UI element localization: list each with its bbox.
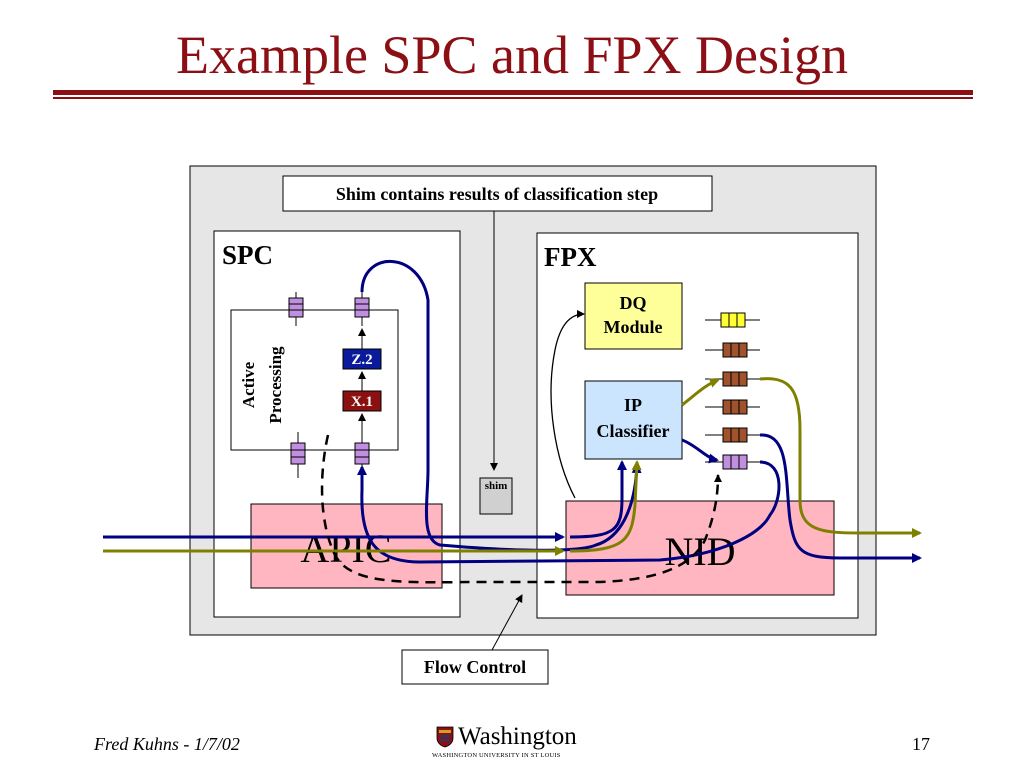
nid-to-dq-control-line bbox=[550, 310, 585, 499]
shim-label: shim bbox=[485, 480, 508, 492]
flow-control-pointer bbox=[491, 594, 523, 651]
ip-classifier-box bbox=[584, 380, 683, 460]
apic-block bbox=[250, 503, 443, 589]
flow-control-callout-text: Flow Control bbox=[424, 657, 526, 677]
navy-nid-to-ip-classifier bbox=[569, 460, 627, 539]
olive-brown-queue-output bbox=[759, 377, 922, 538]
x1-label: X.1 bbox=[351, 394, 373, 410]
shim-callout-text: Shim contains results of classification … bbox=[336, 184, 658, 204]
ip-classifier-label-2: Classifier bbox=[597, 421, 670, 441]
active-processing-label-1: Active bbox=[239, 361, 258, 408]
title-rule-thick bbox=[53, 90, 973, 95]
navy-brown-queue-output bbox=[759, 433, 922, 563]
z2-label: Z.2 bbox=[351, 352, 372, 368]
spc-queue-top-right bbox=[354, 292, 370, 326]
title-rule-thin bbox=[53, 97, 973, 99]
fpx-queue-brown-1 bbox=[705, 342, 760, 358]
shim-box bbox=[479, 477, 513, 515]
olive-nid-to-ip-classifier bbox=[569, 460, 642, 553]
washington-university-logo: Washington WASHINGTON UNIVERSITY IN ST L… bbox=[432, 723, 594, 760]
flow-control-dashed-path bbox=[320, 434, 722, 584]
fpx-queue-yellow bbox=[705, 312, 760, 328]
spc-queue-bottom-right bbox=[354, 432, 370, 478]
fpx-queue-brown-3 bbox=[705, 399, 760, 415]
logo-wordmark: Washington bbox=[458, 723, 577, 750]
slide-title: Example SPC and FPX Design bbox=[175, 25, 849, 85]
shield-icon bbox=[436, 726, 454, 748]
fpx-label: FPX bbox=[544, 242, 597, 272]
dq-module-label-1: DQ bbox=[620, 293, 647, 313]
dq-module-box bbox=[584, 282, 683, 350]
spc-queue-top-left bbox=[288, 292, 304, 326]
nid-label: NID bbox=[664, 529, 735, 574]
dq-module-label-2: Module bbox=[603, 317, 662, 337]
navy-spc-loop-to-nid bbox=[360, 259, 642, 552]
fpx-queue-brown-4 bbox=[705, 427, 760, 443]
navy-ip-to-purple-queue bbox=[681, 438, 719, 464]
active-processing-box bbox=[230, 309, 399, 451]
ip-classifier-label-1: IP bbox=[624, 395, 642, 415]
footer-author: Fred Kuhns - 1/7/02 bbox=[94, 734, 240, 754]
shim-callout-box bbox=[282, 175, 713, 212]
spc-label: SPC bbox=[222, 240, 273, 270]
page-number: 17 bbox=[912, 734, 930, 754]
navy-purple-queue-to-apic-loop bbox=[357, 460, 781, 564]
spc-queue-bottom-left bbox=[290, 432, 306, 478]
flow-control-callout-box bbox=[401, 649, 549, 685]
active-processing-label-2: Processing bbox=[266, 346, 285, 424]
logo-subtitle: WASHINGTON UNIVERSITY IN ST LOUIS bbox=[432, 752, 561, 759]
olive-ip-to-brown-queue bbox=[681, 378, 720, 407]
